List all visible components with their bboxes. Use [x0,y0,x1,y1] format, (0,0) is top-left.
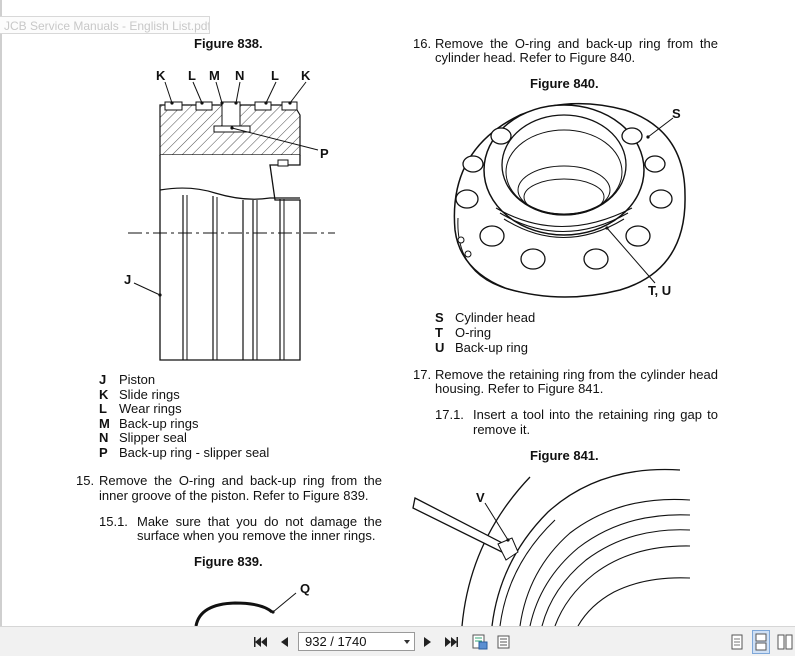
legend-text: Back-up ring - slipper seal [119,445,270,460]
rotate-view-icon[interactable] [495,633,513,651]
pdf-page: JCB Service Manuals - English List.pdf F… [0,0,718,626]
figure-838-piston-drawing [128,81,335,361]
fig838-callout-j: J [124,272,132,287]
step-15-line2: inner groove of the piston. Refer to Fig… [99,488,369,503]
legend-row-l: L Wear rings [99,401,182,417]
legend-key: P [99,445,108,460]
legend-key: K [99,387,109,402]
step-15-1-line1: Make sure that you do not damage the [137,514,382,529]
legend-text: Cylinder head [455,310,536,325]
legend-row-s: S Cylinder head [435,310,536,326]
step-15-number: 15. [76,473,95,488]
fig838-callout-l-right: L [271,68,279,83]
legend-text: O-ring [455,325,492,340]
legend-text: Slipper seal [119,430,187,445]
next-page-icon[interactable] [421,633,435,651]
legend-text: Slide rings [119,387,180,402]
last-page-icon[interactable] [443,633,459,651]
figure-839-ring-drawing [194,592,297,626]
legend-key: S [435,310,444,325]
step-16-line1: Remove the O-ring and back-up ring from … [435,36,718,51]
step-17-1-line1: Insert a tool into the retaining ring ga… [473,407,718,422]
step-17-line1: Remove the retaining ring from the cylin… [435,367,718,382]
fig838-callout-m: M [209,68,220,83]
legend-key: J [99,372,107,387]
step-17-number: 17. [413,367,432,382]
legend-row-t: T O-ring [435,325,492,341]
document-tab-title[interactable]: JCB Service Manuals - English List.pdf [0,16,210,34]
step-17-1-line2: remove it. [473,422,531,437]
fig838-callout-k-right: K [301,68,311,83]
fig838-callout-p: P [320,146,329,161]
first-page-icon[interactable] [253,633,269,651]
legend-text: Piston [119,372,156,387]
two-page-view-icon[interactable] [776,633,794,651]
figure-841-retaining-ring-drawing [412,468,691,626]
step-16-line2: cylinder head. Refer to Figure 840. [435,50,636,65]
fig838-callout-n: N [235,68,245,83]
legend-row-u: U Back-up ring [435,340,528,356]
figure-840-title: Figure 840. [530,76,599,91]
page-number-select[interactable]: 932 / 1740 [298,632,415,651]
fig840-callout-tu: T, U [648,283,672,298]
pdf-viewer-toolbar: 932 / 1740 [0,626,795,656]
legend-row-m: M Back-up rings [99,416,199,432]
step-16-number: 16. [413,36,432,51]
continuous-view-icon[interactable] [752,630,770,654]
step-15-line1: Remove the O-ring and back-up ring from … [99,473,382,488]
fig838-callout-l-left: L [188,68,196,83]
legend-key: L [99,401,107,416]
step-15-1-number: 15.1. [99,514,128,529]
legend-text: Back-up rings [119,416,199,431]
figure-841-title: Figure 841. [530,448,599,463]
legend-row-n: N Slipper seal [99,430,187,446]
figure-838-title: Figure 838. [194,36,263,51]
page-indicator-text: 932 / 1740 [305,634,367,649]
step-17-line2: housing. Refer to Figure 841. [435,381,604,396]
step-17-1-number: 17.1. [435,407,464,422]
prev-page-icon[interactable] [277,633,291,651]
step-15-1-line2: surface when you remove the inner rings. [137,528,376,543]
legend-text: Back-up ring [455,340,528,355]
figure-839-title: Figure 839. [194,554,263,569]
chevron-down-icon [404,640,410,644]
legend-row-j: J Piston [99,372,156,388]
legend-row-p: P Back-up ring - slipper seal [99,445,270,461]
legend-key: N [99,430,109,445]
page-left-border [0,0,2,626]
single-page-view-icon[interactable] [729,633,745,651]
legend-text: Wear rings [119,401,182,416]
fig840-callout-s: S [672,106,681,121]
fig838-callout-k-left: K [156,68,166,83]
fig841-callout-v: V [476,490,485,505]
legend-key: U [435,340,445,355]
fit-page-icon[interactable] [471,633,489,651]
figure-840-cylinder-head-drawing [453,102,686,298]
legend-key: M [99,416,110,431]
legend-key: T [435,325,443,340]
fig839-callout-q: Q [300,581,311,596]
legend-row-k: K Slide rings [99,387,180,403]
